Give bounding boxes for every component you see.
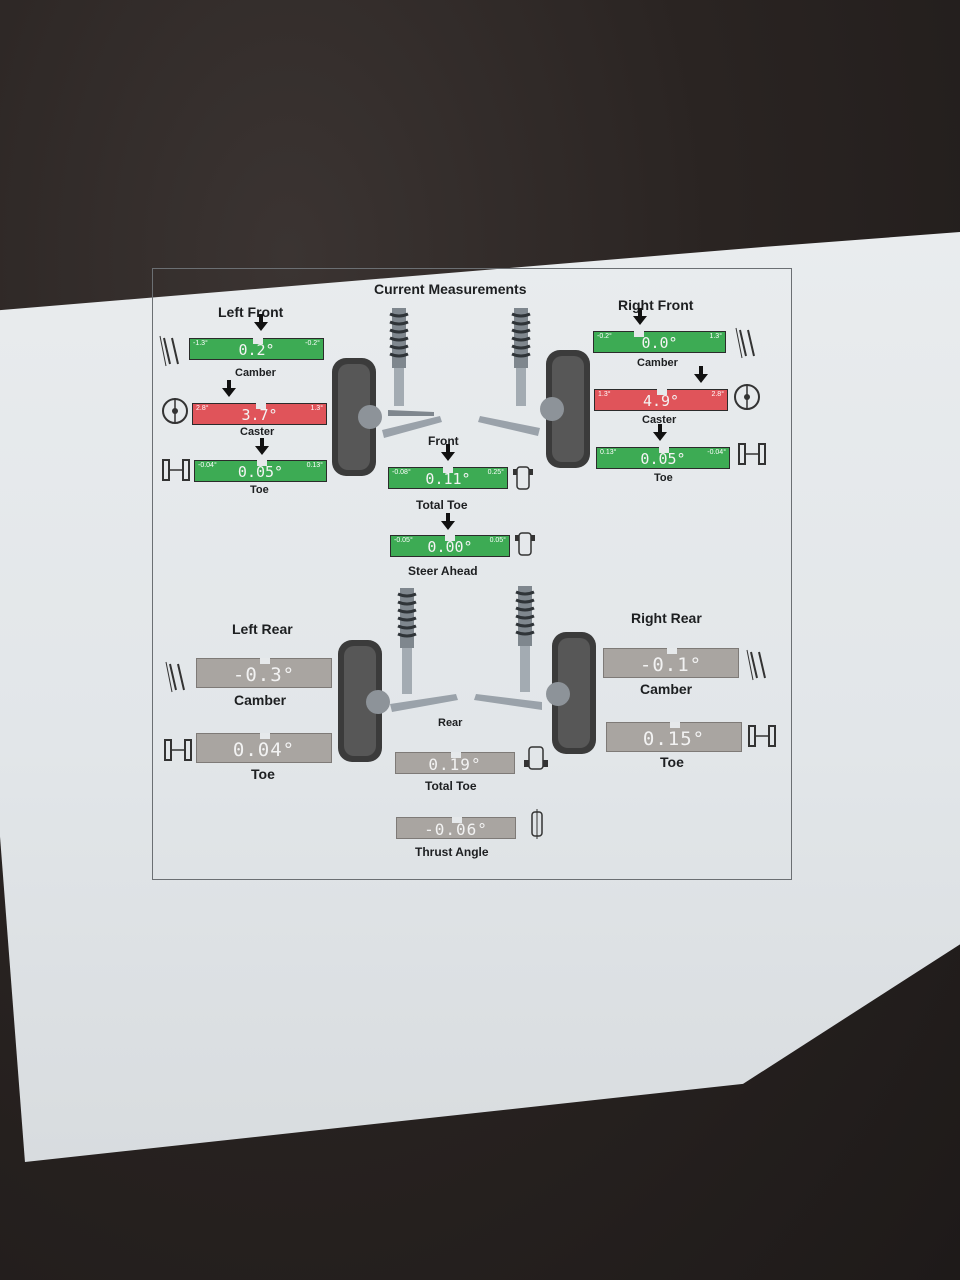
right-front-toe-gauge: 0.13° -0.04° 0.05° <box>596 447 730 469</box>
steer-ahead-gauge: -0.05° 0.05° 0.00° <box>390 535 510 557</box>
caster-wheel-icon <box>162 398 188 424</box>
right-rear-toe-label: Toe <box>660 754 684 770</box>
camber-wheel-icon <box>746 649 766 681</box>
report-title: Current Measurements <box>374 281 527 297</box>
left-front-caster-value: 3.7° <box>241 406 278 424</box>
steer-ahead-car-icon <box>515 532 535 556</box>
right-front-camber-min: -0.2° <box>597 333 612 340</box>
rear-total-toe-value: 0.19° <box>428 755 482 774</box>
right-front-toe-arrow-icon <box>653 424 667 441</box>
right-front-camber-arrow-icon <box>633 308 647 325</box>
left-front-caster-label: Caster <box>240 426 275 438</box>
caster-wheel-icon <box>734 384 760 410</box>
right-front-caster-min: 1.3° <box>598 391 611 398</box>
right-rear-camber-gauge: -0.1° <box>603 648 739 678</box>
left-front-toe-arrow-icon <box>255 438 269 455</box>
right-front-toe-label: Toe <box>654 472 673 484</box>
right-front-caster-gauge: 1.3° 2.8° 4.9° <box>594 389 728 411</box>
right-front-heading: Right Front <box>618 297 694 313</box>
front-total-toe-label: Total Toe <box>416 498 468 512</box>
rear-total-toe-label: Total Toe <box>425 779 477 793</box>
front-total-toe-gauge: -0.08° 0.25° 0.11° <box>388 467 508 489</box>
left-front-caster-gauge: 2.8° 1.3° 3.7° <box>192 403 327 425</box>
left-front-camber-gauge: -1.3° -0.2° 0.2° <box>189 338 324 360</box>
left-rear-heading: Left Rear <box>232 621 293 637</box>
rear-suspension-illustration <box>338 586 596 762</box>
right-rear-toe-gauge: 0.15° <box>606 722 742 752</box>
left-front-caster-arrow-icon <box>222 380 236 397</box>
front-suspension-illustration <box>332 308 590 476</box>
front-total-toe-arrow-icon <box>441 444 455 461</box>
toe-wheels-icon <box>162 459 190 481</box>
thrust-angle-car-icon <box>531 809 543 839</box>
toe-wheels-icon <box>164 739 192 761</box>
rear-label: Rear <box>438 717 463 729</box>
left-front-camber-max: -0.2° <box>305 340 320 347</box>
front-total-toe-value: 0.11° <box>425 470 471 488</box>
left-rear-camber-value: -0.3° <box>232 664 296 686</box>
steer-ahead-min: -0.05° <box>394 537 413 544</box>
total-toe-car-icon <box>513 466 533 490</box>
right-front-toe-max: -0.04° <box>707 449 726 456</box>
right-rear-heading: Right Rear <box>631 610 702 626</box>
camber-wheel-icon <box>735 327 755 359</box>
toe-wheels-icon <box>748 725 776 747</box>
right-front-caster-value: 4.9° <box>642 392 680 410</box>
right-front-caster-label: Caster <box>642 414 677 426</box>
right-front-caster-max: 2.8° <box>711 391 724 398</box>
report-frame <box>152 268 792 880</box>
left-front-camber-min: -1.3° <box>193 340 208 347</box>
left-front-camber-arrow-icon <box>254 314 268 331</box>
right-front-camber-gauge: -0.2° 1.3° 0.0° <box>593 331 726 353</box>
left-front-toe-gauge: -0.04° 0.13° 0.05° <box>194 460 327 482</box>
left-front-caster-min: 2.8° <box>196 405 209 412</box>
front-total-toe-max: 0.25° <box>487 469 504 476</box>
thrust-angle-value: -0.06° <box>424 820 488 839</box>
left-front-toe-label: Toe <box>250 484 269 496</box>
rear-total-toe-gauge: 0.19° <box>395 752 515 774</box>
left-rear-toe-label: Toe <box>251 766 275 782</box>
left-rear-toe-value: 0.04° <box>232 739 296 761</box>
steer-ahead-value: 0.00° <box>427 538 473 556</box>
left-rear-toe-gauge: 0.04° <box>196 733 332 763</box>
camber-wheel-icon <box>165 661 185 693</box>
left-front-camber-value: 0.2° <box>238 341 275 359</box>
left-front-toe-value: 0.05° <box>237 463 284 481</box>
thrust-angle-gauge: -0.06° <box>396 817 516 839</box>
right-front-caster-arrow-icon <box>694 366 708 383</box>
right-front-toe-min: 0.13° <box>600 449 617 456</box>
left-front-toe-min: -0.04° <box>198 462 217 469</box>
camber-wheel-icon <box>159 335 179 367</box>
steer-ahead-max: 0.05° <box>489 537 506 544</box>
rear-total-toe-car-icon <box>524 746 548 770</box>
right-rear-toe-value: 0.15° <box>642 728 706 750</box>
left-front-camber-label: Camber <box>235 367 276 379</box>
thrust-angle-label: Thrust Angle <box>415 845 489 859</box>
right-front-camber-label: Camber <box>637 357 678 369</box>
left-front-heading: Left Front <box>218 304 284 320</box>
steer-ahead-arrow-icon <box>441 513 455 530</box>
right-front-camber-value: 0.0° <box>641 334 678 352</box>
right-rear-camber-value: -0.1° <box>639 654 703 676</box>
front-label: Front <box>428 434 459 448</box>
right-front-camber-max: 1.3° <box>709 333 722 340</box>
right-rear-camber-label: Camber <box>640 681 693 697</box>
left-front-caster-max: 1.3° <box>310 405 323 412</box>
front-total-toe-min: -0.08° <box>392 469 411 476</box>
right-front-toe-value: 0.05° <box>640 450 686 468</box>
toe-wheels-icon <box>738 443 766 465</box>
left-front-toe-max: 0.13° <box>306 462 323 469</box>
left-rear-camber-gauge: -0.3° <box>196 658 332 688</box>
left-rear-camber-label: Camber <box>234 692 287 708</box>
steer-ahead-label: Steer Ahead <box>408 564 478 578</box>
